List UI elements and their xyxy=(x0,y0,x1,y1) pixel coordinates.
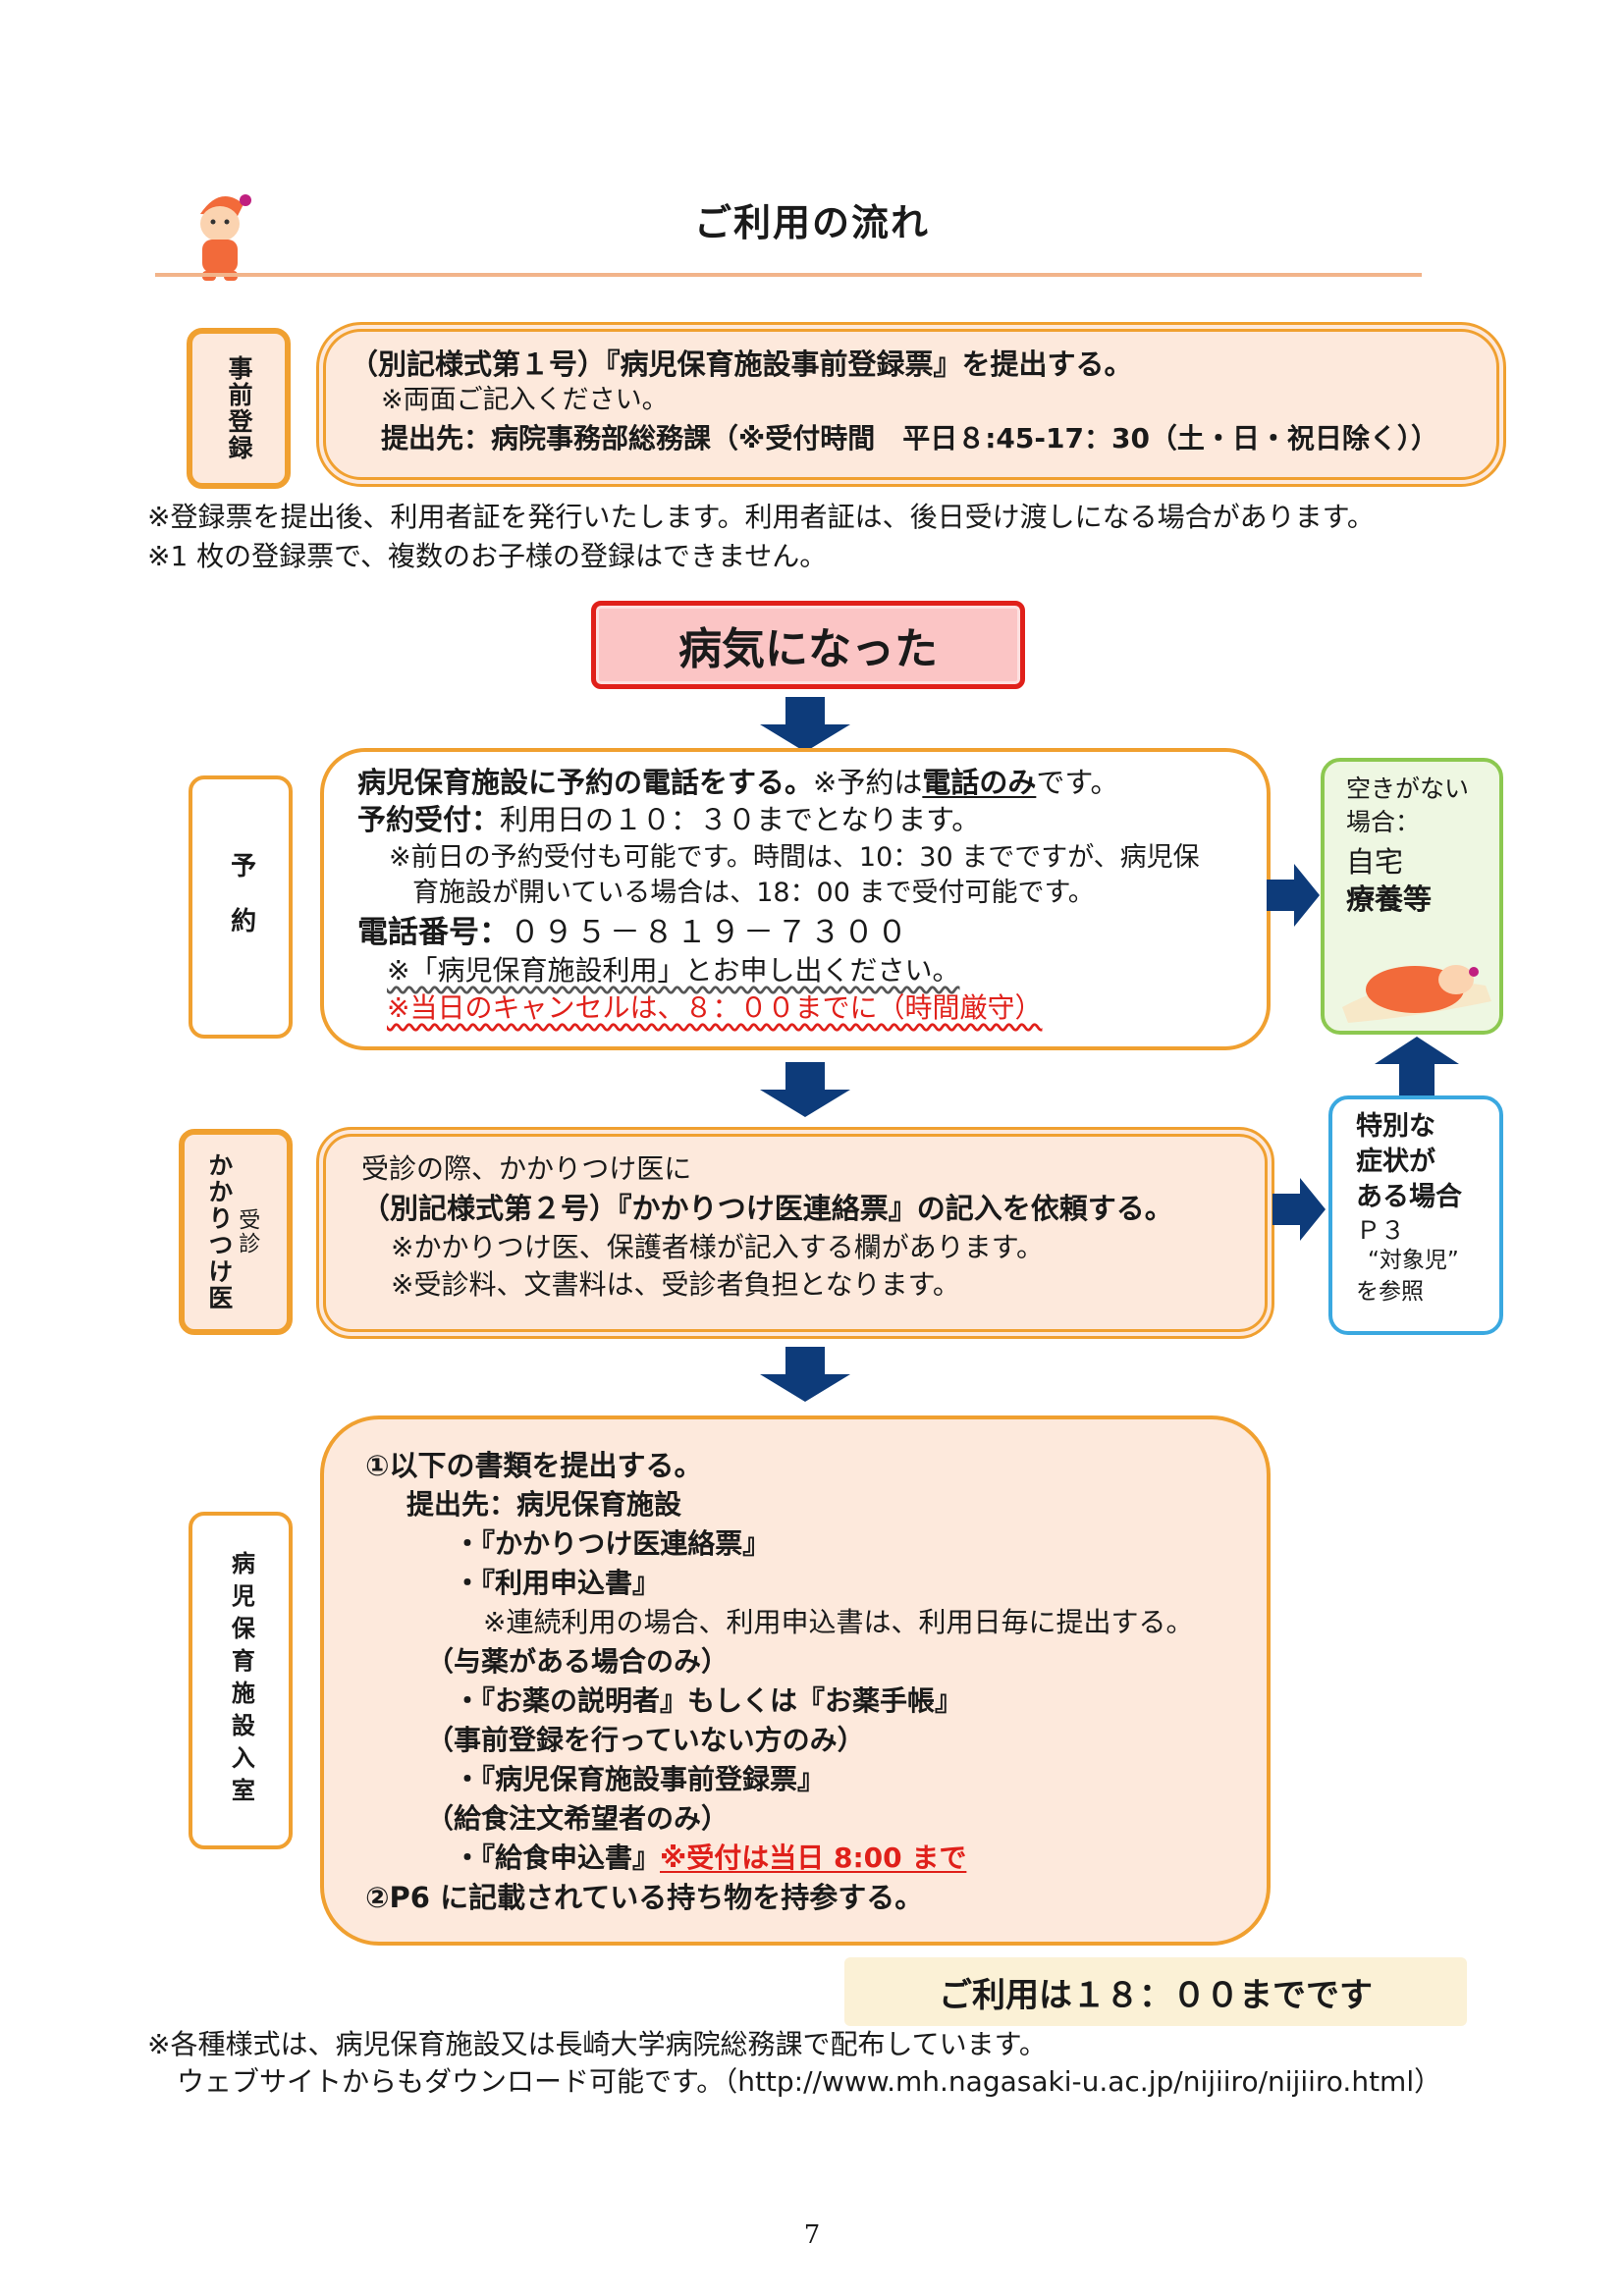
footer-line2: ウェブサイトからもダウンロード可能です。（http://www.mh.nagas… xyxy=(177,2065,1442,2098)
label-reservation: 予約 xyxy=(189,775,293,1039)
reserve-phone-only: 電話のみ xyxy=(922,766,1037,799)
label-doctor-sub: 受診 xyxy=(235,1208,260,1255)
admission-line11a: ・『給食申込書』 xyxy=(454,1842,661,1874)
phone-label: 電話番号： xyxy=(357,915,510,950)
no-vacancy-line3: 自宅 xyxy=(1346,845,1404,879)
label-preregistration: 事前登録 xyxy=(187,328,291,489)
reserve-line2a: 予約受付： xyxy=(357,803,501,836)
admission-line10: （給食注文希望者のみ） xyxy=(426,1802,730,1835)
reserve-line1b: ※予約は xyxy=(813,766,923,799)
prereg-line3: 提出先：病院事務部総務課（※受付時間 平日８:45-17：30（土・日・祝日除く… xyxy=(381,422,1438,454)
no-vacancy-line2: 場合： xyxy=(1346,808,1421,836)
admission-line7: ・『お薬の説明者』もしくは『お薬手帳』 xyxy=(454,1684,963,1717)
doctor-visit-box: 受診の際、かかりつけ医に （別記様式第２号）『かかりつけ医連絡票』の記入を依頼す… xyxy=(316,1127,1274,1339)
prereg-line1: （別記様式第１号）『病児保育施設事前登録票』を提出する。 xyxy=(350,347,1133,381)
sleeping-child-icon xyxy=(1342,965,1491,1023)
reserve-line6: ※「病児保育施設利用」とお申し出ください。 xyxy=(387,954,960,987)
no-vacancy-line4: 療養等 xyxy=(1346,882,1433,916)
footer-line1: ※各種様式は、病児保育施設又は長崎大学病院総務課で配布しています。 xyxy=(147,2028,1047,2060)
reserve-line2b: 利用日の１０：３０までとなります。 xyxy=(500,803,981,836)
doctor-line3: ※かかりつけ医、保護者様が記入する欄があります。 xyxy=(391,1231,1044,1263)
admission-line2: 提出先：病児保育施設 xyxy=(406,1488,682,1521)
admission-box: ①以下の書類を提出する。 提出先：病児保育施設 ・『かかりつけ医連絡票』 ・『利… xyxy=(320,1415,1271,1946)
admission-meal-deadline: ※受付は当日 8:00 まで xyxy=(660,1842,967,1874)
special-line2: 症状が xyxy=(1356,1147,1435,1177)
sick-trigger-box: 病気になった xyxy=(591,601,1025,689)
no-vacancy-box: 空きがない 場合： 自宅 療養等 xyxy=(1321,758,1503,1035)
preregistration-box: （別記様式第１号）『病児保育施設事前登録票』を提出する。 ※両面ご記入ください。… xyxy=(316,322,1506,487)
arrow-right-icon xyxy=(1267,864,1320,927)
special-line5: “対象児” xyxy=(1368,1248,1459,1273)
admission-line8: （事前登録を行っていない方のみ） xyxy=(426,1724,865,1756)
phone-number: ０９５－８１９－７３００ xyxy=(510,915,910,950)
special-line6: を参照 xyxy=(1356,1279,1424,1305)
page-title: ご利用の流れ xyxy=(693,201,930,244)
label-reservation-text: 予約 xyxy=(226,852,256,962)
no-vacancy-line1: 空きがない xyxy=(1346,774,1470,803)
label-doctor-visit: かかりつけ医 受診 xyxy=(179,1129,293,1335)
arrow-up-icon xyxy=(1375,1037,1459,1095)
admission-line3: ・『かかりつけ医連絡票』 xyxy=(454,1527,771,1560)
reserve-cancel-note: ※当日のキャンセルは、８：００までに（時間厳守） xyxy=(387,991,1043,1024)
closing-time-note: ご利用は１８：００までです xyxy=(844,1957,1467,2026)
doctor-line1: 受診の際、かかりつけ医に xyxy=(361,1152,692,1185)
admission-line12: ②P6 に記載されている持ち物を持参する。 xyxy=(365,1881,924,1914)
reservation-box: 病児保育施設に予約の電話をする。※予約は電話のみです。 予約受付：利用日の１０：… xyxy=(320,748,1271,1050)
closing-time-text: ご利用は１８：００までです xyxy=(939,1975,1373,2015)
prereg-note1: ※登録票を提出後、利用者証を発行いたします。利用者証は、後日受け渡しになる場合が… xyxy=(147,501,1375,533)
special-line3: ある場合 xyxy=(1356,1182,1462,1212)
admission-line6: （与薬がある場合のみ） xyxy=(426,1645,730,1678)
label-preregistration-text: 事前登録 xyxy=(225,355,253,461)
label-admission: 病児保育施設入室 xyxy=(189,1512,293,1849)
special-line1: 特別な xyxy=(1356,1111,1435,1142)
prereg-line2: ※両面ご記入ください。 xyxy=(381,385,669,415)
admission-line1: ①以下の書類を提出する。 xyxy=(365,1449,703,1482)
reserve-line3: ※前日の予約受付も可能です。時間は、10：30 までですが、病児保 xyxy=(389,842,1200,873)
reserve-line1a: 病児保育施設に予約の電話をする。 xyxy=(357,766,814,799)
arrow-right-icon xyxy=(1272,1178,1326,1241)
sick-label: 病気になった xyxy=(678,624,938,674)
special-symptoms-box: 特別な 症状が ある場合 Ｐ３ “対象児” を参照 xyxy=(1328,1095,1503,1335)
title-divider xyxy=(155,273,1422,277)
arrow-down-icon xyxy=(760,1062,850,1117)
admission-line4: ・『利用申込書』 xyxy=(454,1567,661,1599)
reserve-line1d: です。 xyxy=(1036,766,1119,799)
label-admission-text: 病児保育施設入室 xyxy=(227,1551,255,1810)
arrow-down-icon xyxy=(760,1347,850,1402)
label-doctor-main: かかりつけ医 xyxy=(204,1152,234,1311)
admission-line9: ・『病児保育施設事前登録票』 xyxy=(454,1763,826,1795)
doctor-line2: （別記様式第２号）『かかりつけ医連絡票』の記入を依頼する。 xyxy=(361,1192,1173,1225)
arrow-down-icon xyxy=(760,697,850,752)
page-number: 7 xyxy=(803,2220,821,2250)
special-line4: Ｐ３ xyxy=(1356,1216,1406,1245)
doctor-line4: ※受診料、文書料は、受診者負担となります。 xyxy=(391,1268,960,1301)
reserve-line4: 育施設が開いている場合は、18：00 まで受付可能です。 xyxy=(412,878,1095,908)
admission-line5: ※連続利用の場合、利用申込書は、利用日毎に提出する。 xyxy=(483,1606,1194,1638)
prereg-note2: ※1 枚の登録票で、複数のお子様の登録はできません。 xyxy=(147,540,828,572)
